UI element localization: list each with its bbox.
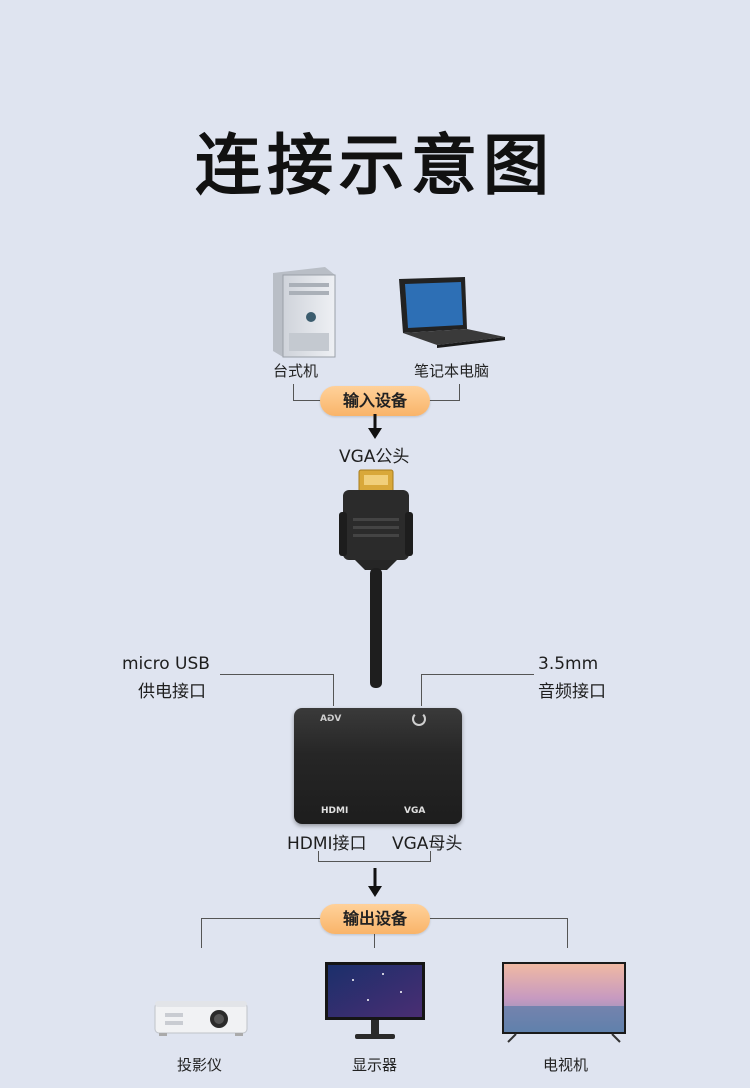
laptop-icon — [399, 277, 505, 348]
bracket-line — [459, 384, 460, 401]
vga-male-label: VGA公头 — [339, 447, 410, 467]
pointer-line — [421, 674, 534, 675]
tv-icon — [502, 962, 626, 1043]
output-devices-badge: 输出设备 — [320, 904, 430, 934]
bracket-line — [318, 861, 431, 862]
vga-connector-icon — [339, 469, 413, 688]
pointer-line — [220, 674, 333, 675]
desktop-pc-icon — [273, 267, 336, 358]
projector-icon — [154, 1001, 248, 1036]
pointer-line — [421, 674, 422, 706]
device-label-desktop: 台式机 — [273, 362, 319, 380]
bracket-line — [201, 918, 323, 919]
monitor-icon — [325, 962, 425, 1039]
headphone-icon — [412, 712, 426, 726]
adapter-body: VGA HDMI VGA — [294, 708, 462, 824]
audio-port-label-line1: 3.5mm — [538, 654, 599, 674]
pointer-line — [333, 674, 334, 706]
bracket-line — [293, 384, 294, 401]
adapter-vga-text: VGA — [320, 714, 342, 724]
bracket-line — [567, 918, 568, 948]
bracket-line — [201, 918, 202, 948]
power-port-label-line1: micro USB — [122, 654, 210, 674]
vga-female-label: VGA母头 — [392, 834, 463, 854]
page-title: 连接示意图 — [195, 127, 555, 204]
bracket-line — [430, 851, 431, 862]
adapter-hdmi-text: HDMI — [321, 806, 349, 816]
hdmi-port-label: HDMI接口 — [287, 834, 367, 854]
device-label-projector: 投影仪 — [177, 1056, 223, 1074]
device-label-tv: 电视机 — [543, 1056, 589, 1074]
input-devices-badge: 输入设备 — [320, 386, 430, 416]
audio-port-label-line2: 音频接口 — [538, 682, 606, 702]
power-port-label-line2: 供电接口 — [138, 682, 206, 702]
bracket-line — [428, 400, 459, 401]
bracket-line — [318, 851, 319, 862]
arrow-down-icon — [368, 414, 382, 439]
arrow-down-icon — [368, 868, 382, 897]
bracket-line — [374, 932, 375, 948]
device-label-monitor: 显示器 — [352, 1056, 398, 1074]
device-label-laptop: 笔记本电脑 — [414, 362, 490, 380]
bracket-line — [293, 400, 323, 401]
adapter-vga-port-text: VGA — [404, 806, 426, 816]
bracket-line — [427, 918, 568, 919]
